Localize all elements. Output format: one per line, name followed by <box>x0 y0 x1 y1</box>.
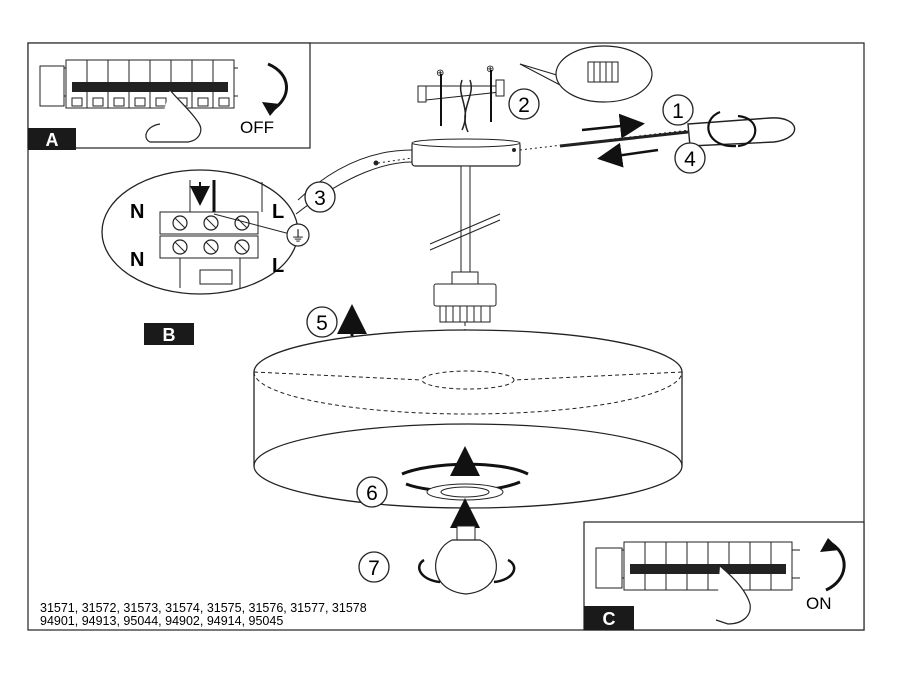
step-3-marker: 3 <box>304 181 336 213</box>
breaker-block-a <box>65 59 235 109</box>
lamp-shade <box>253 329 683 509</box>
svg-text:3: 3 <box>314 187 326 210</box>
panel-c-breaker-on: ON C <box>583 521 865 631</box>
pendant-rod <box>429 165 501 275</box>
model-numbers-line-1: 31571, 31572, 31573, 31574, 31575, 31576… <box>40 601 367 615</box>
svg-text:⊕: ⊕ <box>436 68 444 79</box>
wall-plug-callout <box>519 45 653 103</box>
mounting-bracket: ⊕ ⊕ <box>417 64 505 133</box>
screw-icon <box>373 160 379 166</box>
rotate-arrow-icon <box>707 110 737 148</box>
step-4-marker: 4 <box>674 142 706 174</box>
arrow-right-icon <box>581 113 645 139</box>
step-6-marker: 6 <box>356 476 388 508</box>
step-1-marker: 1 <box>662 94 694 126</box>
hand-icon <box>715 565 751 625</box>
terminal-block <box>159 180 263 288</box>
panel-b-letter: B <box>163 325 176 345</box>
lamp-socket <box>433 271 497 323</box>
diagram-frame <box>27 42 865 631</box>
svg-text:5: 5 <box>316 312 328 335</box>
panel-c-letter: C <box>603 609 616 629</box>
step-5-marker: 5 <box>306 306 338 338</box>
ceiling-canopy <box>373 138 521 167</box>
svg-text:6: 6 <box>366 482 378 505</box>
svg-text:2: 2 <box>518 94 530 117</box>
panel-a-breaker-off: OFF A <box>27 42 311 150</box>
on-label: ON <box>806 594 832 613</box>
hand-icon <box>145 89 202 143</box>
ground-icon <box>286 223 310 247</box>
panel-a-letter: A <box>46 130 59 150</box>
neutral-label-bottom: N <box>130 249 144 271</box>
panel-c-badge <box>584 606 634 630</box>
ground-symbol: ⏚ <box>290 228 305 245</box>
wall-plug-icon <box>587 61 619 83</box>
off-label: OFF <box>240 118 274 137</box>
svg-text:4: 4 <box>684 148 696 171</box>
screwdriver-icon <box>559 110 796 148</box>
step-7-marker: 7 <box>358 551 390 583</box>
live-label-bottom: L <box>272 255 284 277</box>
neutral-label-top: N <box>130 201 144 223</box>
model-numbers-line-2: 94901, 94913, 95044, 94902, 94914, 95045 <box>40 614 283 628</box>
wiring-callout: N L N L ⏚ <box>101 149 413 295</box>
arrow-left-icon <box>597 142 659 168</box>
step-2-marker: 2 <box>508 88 540 120</box>
panel-b-badge <box>144 323 194 345</box>
live-label-top: L <box>272 201 284 223</box>
svg-text:⊕: ⊕ <box>486 64 494 75</box>
light-bulb-icon <box>418 525 516 595</box>
retaining-ring <box>401 446 529 501</box>
svg-text:1: 1 <box>672 100 684 123</box>
panel-a-badge <box>28 128 76 150</box>
svg-text:7: 7 <box>368 557 380 580</box>
